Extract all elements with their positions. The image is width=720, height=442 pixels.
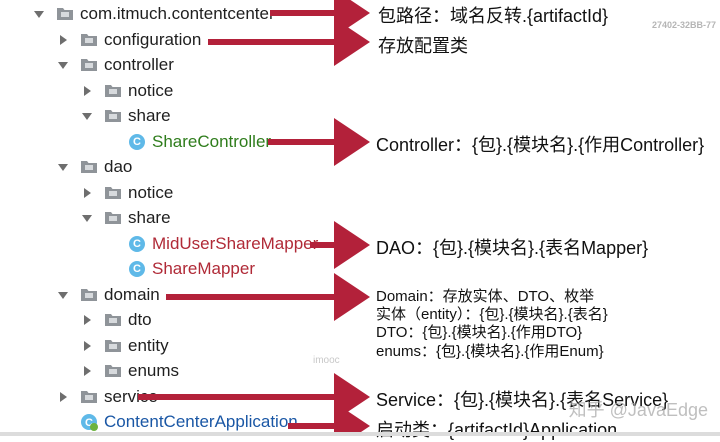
annotation-controller: Controller：{包}.{模块名}.{作用Controller} xyxy=(376,135,705,155)
class-icon: C xyxy=(129,261,145,277)
collapse-arrow-right-icon[interactable] xyxy=(82,314,92,326)
tree-item-label: share xyxy=(128,106,171,125)
tree-item-label: MidUserShareMapper xyxy=(152,233,319,253)
folder-icon xyxy=(105,339,121,352)
tree-item-share-controller[interactable]: C ShareController xyxy=(0,129,360,155)
tree-item-label: dao xyxy=(104,157,133,176)
expand-arrow-down-icon[interactable] xyxy=(34,8,44,20)
folder-icon xyxy=(105,186,121,199)
expand-arrow-down-icon[interactable] xyxy=(58,161,68,173)
annotation-configuration: 存放配置类 xyxy=(378,36,468,56)
annotation-service: Service：{包}.{模块名}.{表名Service} xyxy=(376,390,669,410)
folder-icon xyxy=(81,33,97,46)
annotation-package: 包路径：域名反转.{artifactId} xyxy=(378,6,609,26)
tree-item-dao-notice[interactable]: notice xyxy=(0,180,360,206)
tree-item-label: service xyxy=(104,386,158,406)
folder-icon xyxy=(57,8,73,20)
tree-item-label: enums xyxy=(128,361,180,380)
tree-item-app[interactable]: C ContentCenterApplication xyxy=(0,409,360,435)
tree-item-controller-share[interactable]: share xyxy=(0,103,360,129)
tree-item-label: com.itmuch.contentcenter xyxy=(80,4,275,23)
collapse-arrow-right-icon[interactable] xyxy=(82,85,92,97)
collapse-arrow-right-icon[interactable] xyxy=(58,391,68,403)
tree-item-pkg[interactable]: com.itmuch.contentcenter xyxy=(0,1,360,27)
annotation-domain-3: DTO：{包}.{模块名}.{作用DTO} xyxy=(376,324,583,341)
expand-arrow-down-icon[interactable] xyxy=(58,289,68,301)
bottom-scrollbar[interactable] xyxy=(0,432,720,436)
tree-item-domain-entity[interactable]: entity xyxy=(0,333,360,359)
tree-item-domain[interactable]: domain xyxy=(0,282,360,308)
tree-item-dao-share[interactable]: share xyxy=(0,205,360,231)
tree-item-service[interactable]: service xyxy=(0,384,360,410)
folder-icon xyxy=(81,288,97,301)
folder-icon xyxy=(81,161,97,173)
corner-code: 27402-32BB-77 xyxy=(651,20,716,30)
tree-item-label: ShareController xyxy=(152,131,272,151)
tree-item-share-mapper[interactable]: C ShareMapper xyxy=(0,256,360,282)
tree-item-domain-enums[interactable]: enums xyxy=(0,358,360,384)
folder-icon xyxy=(105,314,121,326)
folder-icon xyxy=(81,59,97,71)
tree-item-label: controller xyxy=(104,55,174,74)
folder-icon xyxy=(105,212,121,224)
tree-item-dao[interactable]: dao xyxy=(0,154,360,180)
tree-item-label: notice xyxy=(128,182,174,202)
folder-icon xyxy=(81,390,97,403)
spring-boot-app-icon: C xyxy=(81,414,98,431)
imooc-watermark: imooc xyxy=(313,355,340,366)
tree-item-mid-user-share-mapper[interactable]: C MidUserShareMapper xyxy=(0,231,360,257)
annotation-dao: DAO：{包}.{模块名}.{表名Mapper} xyxy=(376,238,649,258)
tree-item-label: ShareMapper xyxy=(152,259,256,278)
collapse-arrow-right-icon[interactable] xyxy=(82,365,92,377)
tree-item-configuration[interactable]: configuration xyxy=(0,27,360,53)
tree-item-label: notice xyxy=(128,80,174,100)
tree-item-label: share xyxy=(128,208,171,227)
expand-arrow-down-icon[interactable] xyxy=(82,110,92,122)
svg-text:C: C xyxy=(85,417,93,429)
tree-item-domain-dto[interactable]: dto xyxy=(0,307,360,333)
tree-item-controller-notice[interactable]: notice xyxy=(0,78,360,104)
zhihu-watermark: 知乎 @JavaEdge xyxy=(568,400,708,420)
class-icon: C xyxy=(129,235,145,252)
tree-item-controller[interactable]: controller xyxy=(0,52,360,78)
collapse-arrow-right-icon[interactable] xyxy=(58,34,68,46)
folder-icon xyxy=(105,110,121,122)
tree-item-label: ContentCenterApplication xyxy=(104,412,298,431)
collapse-arrow-right-icon[interactable] xyxy=(82,187,92,199)
tree-item-label: entity xyxy=(128,335,169,355)
annotation-domain-2: 实体（entity）：{包}.{模块名}.{表名} xyxy=(376,306,608,323)
tree-item-label: configuration xyxy=(104,29,202,49)
expand-arrow-down-icon[interactable] xyxy=(82,212,92,224)
annotation-domain-1: Domain：存放实体、DTO、枚举 xyxy=(376,288,595,305)
tree-item-label: dto xyxy=(128,310,152,329)
collapse-arrow-right-icon[interactable] xyxy=(82,340,92,352)
tree-item-label: domain xyxy=(104,284,160,304)
folder-icon xyxy=(105,365,121,377)
class-icon: C xyxy=(129,133,145,150)
expand-arrow-down-icon[interactable] xyxy=(58,59,68,71)
annotation-domain-4: enums：{包}.{模块名}.{作用Enum} xyxy=(376,343,604,360)
folder-icon xyxy=(105,84,121,97)
